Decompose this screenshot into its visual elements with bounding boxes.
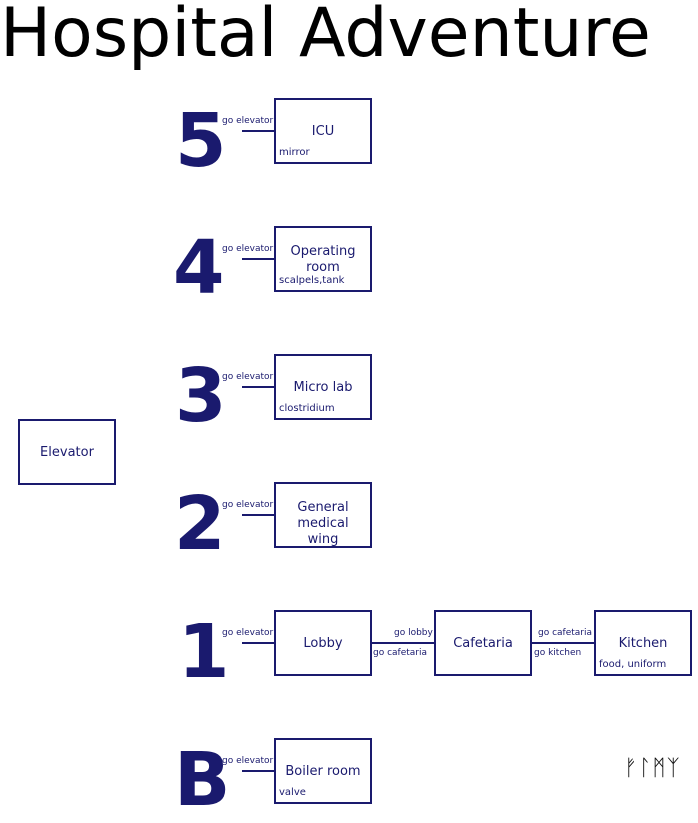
label-go-cafetaria-1: go cafetaria bbox=[373, 648, 428, 658]
lobby-cafetaria-line bbox=[371, 642, 435, 644]
floor-number-b: B bbox=[174, 737, 231, 823]
elevator-label: Elevator bbox=[40, 445, 94, 460]
connector-label-3: go elevator bbox=[222, 372, 274, 382]
connector-label-1: go elevator bbox=[222, 628, 274, 638]
connector-line-4 bbox=[242, 258, 275, 260]
room-lobby: Lobby bbox=[274, 610, 372, 676]
page-title: Hospital Adventure bbox=[0, 0, 651, 73]
connector-label-4: go elevator bbox=[222, 244, 274, 254]
room-operating-items: scalpels,tank bbox=[279, 275, 345, 286]
label-go-kitchen: go kitchen bbox=[534, 648, 582, 658]
connector-line-3 bbox=[242, 386, 275, 388]
connector-line-2 bbox=[242, 514, 275, 516]
room-cafetaria-name: Cafetaria bbox=[453, 636, 513, 651]
signature: ᚠᛚᛗᛉ bbox=[624, 756, 681, 781]
floor-number-1: 1 bbox=[178, 609, 230, 695]
room-cafetaria: Cafetaria bbox=[434, 610, 532, 676]
connector-label-5: go elevator bbox=[222, 116, 274, 126]
room-kitchen-name: Kitchen bbox=[618, 636, 668, 651]
room-boiler: Boiler room valve bbox=[274, 738, 372, 804]
connector-line-b bbox=[242, 770, 275, 772]
floor-number-4: 4 bbox=[173, 225, 225, 311]
floor-number-5: 5 bbox=[175, 98, 227, 184]
room-micro-lab-items: clostridium bbox=[279, 403, 335, 414]
floor-number-2: 2 bbox=[174, 481, 226, 567]
cafetaria-kitchen-line bbox=[531, 642, 595, 644]
room-operating: Operating room scalpels,tank bbox=[274, 226, 372, 292]
room-boiler-name: Boiler room bbox=[285, 764, 361, 779]
room-micro-lab: Micro lab clostridium bbox=[274, 354, 372, 420]
room-icu-name: ICU bbox=[311, 124, 335, 139]
label-go-cafetaria-2: go cafetaria bbox=[538, 628, 593, 638]
room-kitchen: Kitchen food, uniform bbox=[594, 610, 692, 676]
room-icu: ICU mirror bbox=[274, 98, 372, 164]
elevator-box: Elevator bbox=[18, 419, 116, 485]
room-kitchen-items: food, uniform bbox=[599, 659, 667, 670]
connector-line-5 bbox=[242, 130, 275, 132]
room-general-medical-name: General medical wing bbox=[297, 500, 349, 547]
room-icu-items: mirror bbox=[279, 147, 310, 158]
floor-number-3: 3 bbox=[175, 353, 227, 439]
room-lobby-name: Lobby bbox=[303, 636, 343, 651]
room-boiler-items: valve bbox=[279, 787, 306, 798]
connector-line-1 bbox=[242, 642, 275, 644]
connector-label-b: go elevator bbox=[222, 756, 274, 766]
room-general-medical: General medical wing bbox=[274, 482, 372, 548]
connector-label-2: go elevator bbox=[222, 500, 274, 510]
room-micro-lab-name: Micro lab bbox=[293, 380, 353, 395]
label-go-lobby: go lobby bbox=[394, 628, 433, 638]
room-operating-name: Operating room bbox=[290, 244, 356, 275]
